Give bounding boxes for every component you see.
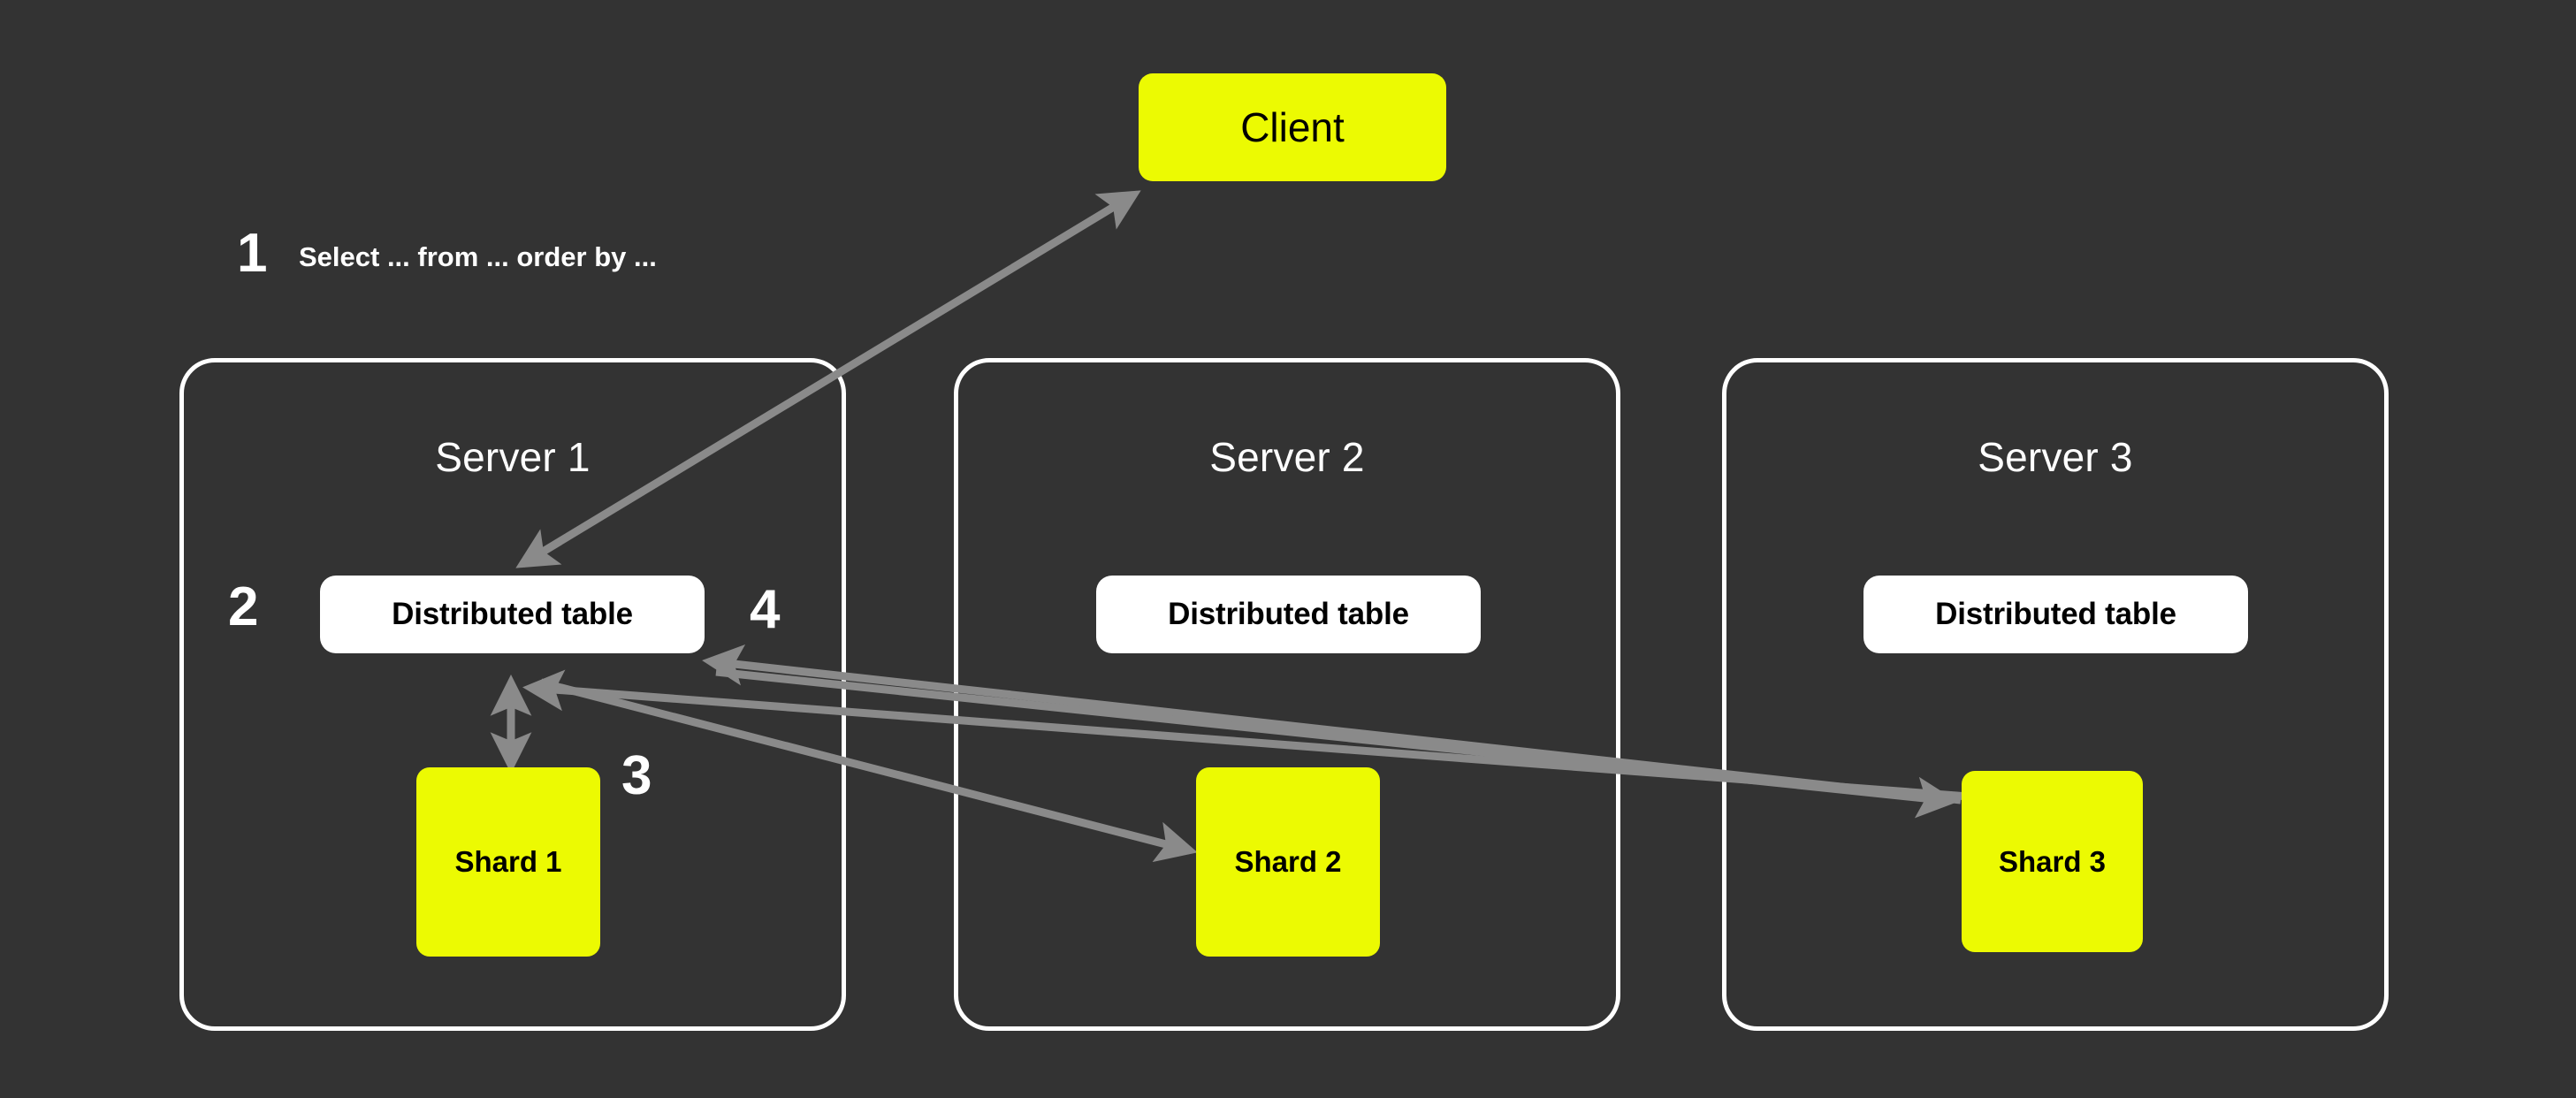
step-1-number: 1 [237,223,268,284]
shard-3-label: Shard 3 [1998,844,2107,878]
server-1-title: Server 1 [435,434,591,480]
shard-2-box[interactable]: Shard 2 [1196,767,1380,957]
step-2-number: 2 [228,576,259,637]
client-label: Client [1240,104,1345,150]
step-4-number: 4 [750,579,781,640]
distributed-table-server-3[interactable]: Distributed table [1863,576,2248,653]
server-3-title: Server 3 [1978,434,2133,480]
distributed-table-server-2[interactable]: Distributed table [1096,576,1481,653]
distributed-table-1-label: Distributed table [392,597,633,631]
step-3-number: 3 [621,745,652,806]
shard-1-label: Shard 1 [454,845,562,878]
distributed-table-3-label: Distributed table [1935,597,2176,631]
distributed-table-2-label: Distributed table [1168,597,1409,631]
shard-2-label: Shard 2 [1234,845,1342,878]
server-2-title: Server 2 [1209,434,1365,480]
client-box[interactable]: Client [1139,73,1446,181]
shard-3-box[interactable]: Shard 3 [1962,771,2143,952]
shard-1-box[interactable]: Shard 1 [416,767,600,957]
step-1-caption: Select ... from ... order by ... [299,241,657,272]
distributed-table-server-1[interactable]: Distributed table [320,576,705,653]
